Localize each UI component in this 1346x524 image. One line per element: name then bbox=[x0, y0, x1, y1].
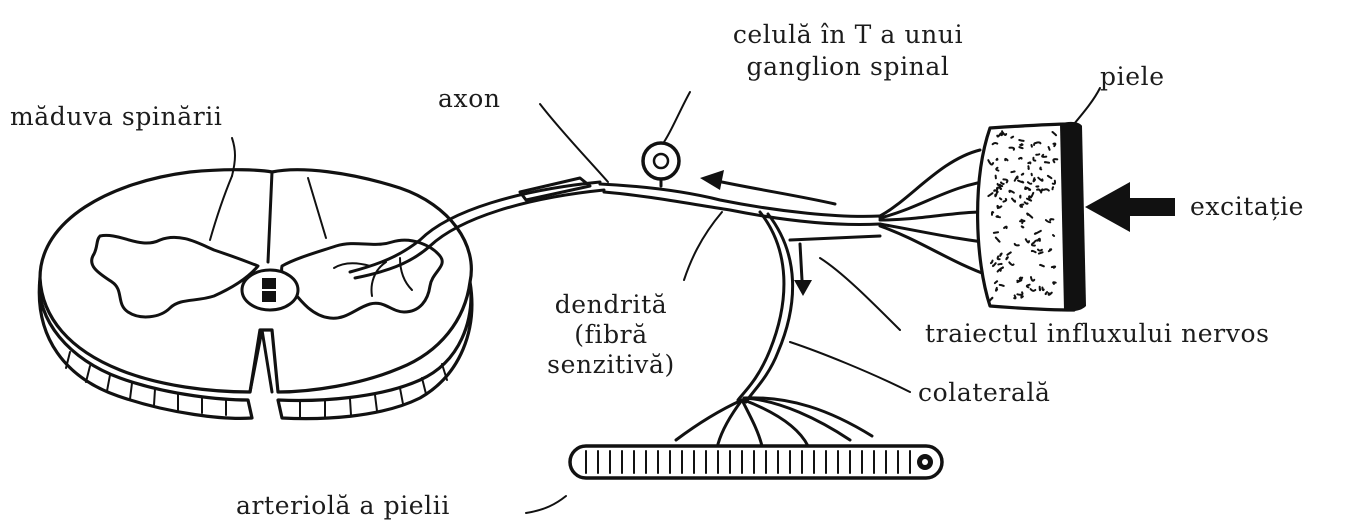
label-nerve-path: traiectul influxului nervos bbox=[925, 321, 1270, 346]
label-spinal-cord: măduva spinării bbox=[10, 104, 222, 129]
ganglion-cell bbox=[643, 143, 679, 186]
label-excitation: excitație bbox=[1190, 194, 1304, 219]
label-axon: axon bbox=[438, 86, 501, 111]
label-skin: piele bbox=[1100, 64, 1165, 89]
label-t-cell: celulă în T a unui ganglion spinal bbox=[700, 19, 996, 83]
collateral-fiber bbox=[676, 212, 880, 446]
spinal-cord-section bbox=[39, 170, 472, 419]
label-arteriole: arteriolă a pielii bbox=[236, 493, 450, 518]
arteriole bbox=[570, 446, 942, 478]
excitation-arrow bbox=[1085, 182, 1175, 232]
skin-block bbox=[978, 122, 1086, 311]
label-dendrite: dendrită (fibră senzitivă) bbox=[538, 290, 684, 380]
label-collateral: colaterală bbox=[918, 380, 1051, 405]
